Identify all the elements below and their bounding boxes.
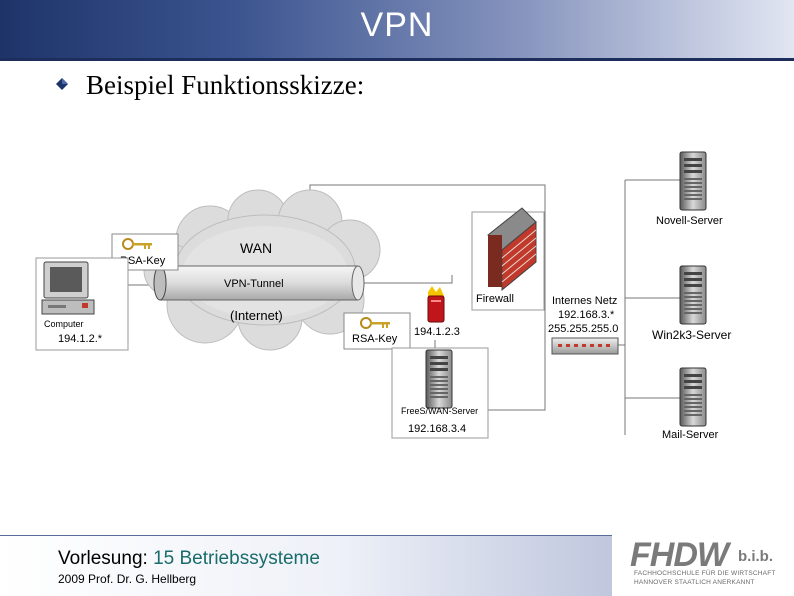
computer-ip: 194.1.2.* [58, 333, 103, 345]
rsa-key-box-right: RSA-Key [343, 312, 411, 350]
internal-net-label: Internes Netz [552, 295, 617, 307]
server-mail-label: Mail-Server [662, 429, 719, 441]
server-win2k3: Win2k3-Server [652, 265, 731, 342]
title-bar [0, 0, 794, 58]
internal-net-node: Internes Netz 192.168.3.* 255.255.255.0 [548, 295, 619, 355]
vpn-tunnel [153, 265, 365, 301]
internal-net-mask: 255.255.255.0 [548, 323, 618, 335]
flame-icon [427, 286, 445, 323]
server-novell: Novell-Server [656, 151, 723, 227]
computer-icon [41, 261, 95, 315]
tunnel-label: VPN-Tunnel [224, 278, 284, 290]
internet-label: (Internet) [230, 308, 283, 323]
firewall-icon [487, 207, 537, 292]
server-icon [679, 367, 707, 427]
internal-net-ip: 192.168.3.* [558, 309, 615, 321]
gateway-server-ip: 192.168.3.4 [408, 423, 466, 435]
course-value: 15 Betriebssysteme [153, 548, 320, 569]
title-underline [0, 58, 794, 61]
logo-line-2: HANNOVER STAATLICH ANERKANNT [634, 579, 755, 586]
slide-title: VPN [360, 6, 434, 44]
footer-course: Vorlesung: 15 Betriebssysteme [58, 548, 320, 570]
rsa-key-left-label: RSA-Key [120, 255, 166, 267]
footer-author: 2009 Prof. Dr. G. Hellberg [58, 572, 197, 586]
switch-icon [551, 337, 619, 355]
server-icon [679, 151, 707, 211]
gateway-ip: 194.1.2.3 [414, 326, 460, 338]
fhdw-logo: FHDW b.i.b. FACHHOCHSCHULE FÜR DIE WIRTS… [626, 536, 776, 588]
server-novell-label: Novell-Server [656, 215, 723, 227]
computer-node: Computer 194.1.2.* [35, 257, 129, 351]
gateway-server-label: FreeS/WAN-Server [401, 406, 478, 416]
wan-label: WAN [240, 240, 272, 256]
course-label: Vorlesung: [58, 548, 148, 569]
firewall-node: Firewall [471, 207, 545, 311]
server-icon [425, 349, 453, 409]
rsa-key-right-label: RSA-Key [352, 333, 398, 345]
logo-line-1: FACHHOCHSCHULE FÜR DIE WIRTSCHAFT [634, 570, 776, 577]
server-icon [679, 265, 707, 325]
logo-main: FHDW [630, 536, 729, 574]
gateway-node: 194.1.2.3 [414, 286, 460, 338]
slide-subtitle: Beispiel Funktionsskizze: [86, 70, 365, 100]
computer-label: Computer [44, 319, 84, 329]
bullet-icon [56, 78, 68, 90]
server-win2k3-label: Win2k3-Server [652, 328, 731, 342]
link-tunnel-to-firewall [355, 275, 453, 284]
firewall-label: Firewall [476, 293, 514, 305]
gateway-server-node: FreeS/WAN-Server 192.168.3.4 [391, 347, 489, 439]
logo-suffix: b.i.b. [738, 548, 773, 565]
server-mail: Mail-Server [662, 367, 719, 441]
footer-bar [0, 535, 612, 596]
